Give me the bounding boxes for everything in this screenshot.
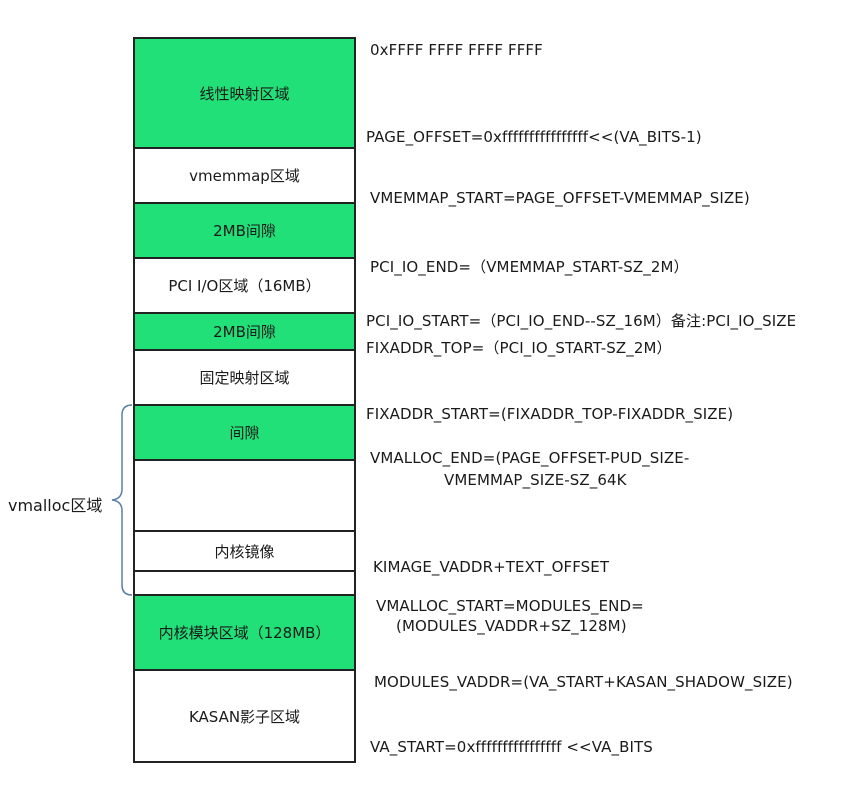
region-kernel-image: 内核镜像	[133, 532, 356, 572]
region-kasan: KASAN影子区域	[133, 671, 356, 763]
addr-vmemmap-start: VMEMMAP_START=PAGE_OFFSET-VMEMMAP_SIZE)	[370, 189, 750, 207]
region-label: KASAN影子区域	[188, 707, 301, 726]
addr-vmalloc-start-2: (MODULES_VADDR+SZ_128M)	[396, 617, 627, 635]
region-modules: 内核模块区域（128MB）	[133, 596, 356, 671]
region-label: 间隙	[229, 424, 260, 442]
addr-fixaddr-start: FIXADDR_START=(FIXADDR_TOP-FIXADDR_SIZE)	[366, 405, 734, 423]
region-label: 内核模块区域（128MB）	[158, 624, 331, 642]
vmalloc-brace	[111, 404, 133, 596]
region-label: 固定映射区域	[199, 369, 290, 387]
addr-vmalloc-start-1: VMALLOC_START=MODULES_END=	[376, 597, 644, 615]
addr-modules-vaddr: MODULES_VADDR=(VA_START+KASAN_SHADOW_SIZ…	[374, 673, 793, 691]
region-label: 内核镜像	[214, 542, 275, 561]
region-label: 2MB间隙	[213, 323, 276, 341]
region-gap: 间隙	[133, 406, 356, 461]
addr-pci-io-start: PCI_IO_START=（PCI_IO_END--SZ_16M）备注:PCI_…	[366, 312, 797, 330]
region-gap-2mb-top: 2MB间隙	[133, 204, 356, 259]
addr-vmalloc-end-1: VMALLOC_END=(PAGE_OFFSET-PUD_SIZE-	[370, 449, 690, 467]
region-vmalloc-blank	[133, 461, 356, 532]
region-vmalloc-blank-2	[133, 572, 356, 596]
region-linear-map: 线性映射区域	[133, 37, 356, 149]
addr-page-offset: PAGE_OFFSET=0xffffffffffffffff<<(VA_BITS…	[366, 128, 702, 146]
addr-kimage: KIMAGE_VADDR+TEXT_OFFSET	[373, 558, 610, 576]
addr-pci-io-end: PCI_IO_END=（VMEMMAP_START-SZ_2M）	[370, 258, 689, 276]
region-gap-2mb-bottom: 2MB间隙	[133, 314, 356, 351]
vmalloc-label: vmalloc区域	[8, 496, 103, 515]
region-label: 线性映射区域	[199, 84, 290, 103]
addr-va-start: VA_START=0xffffffffffffffff <<VA_BITS	[370, 738, 653, 756]
addr-vmalloc-end-2: VMEMMAP_SIZE-SZ_64K	[444, 471, 627, 489]
addr-top: 0xFFFF FFFF FFFF FFFF	[370, 41, 543, 59]
region-vmemmap: vmemmap区域	[133, 149, 356, 204]
region-label: 2MB间隙	[213, 222, 276, 240]
addr-fixaddr-top: FIXADDR_TOP=（PCI_IO_START-SZ_2M）	[366, 339, 672, 357]
region-label: vmemmap区域	[189, 167, 300, 185]
region-pci-io: PCI I/O区域（16MB）	[133, 259, 356, 314]
region-fixmap: 固定映射区域	[133, 351, 356, 406]
region-label: PCI I/O区域（16MB）	[168, 277, 321, 295]
